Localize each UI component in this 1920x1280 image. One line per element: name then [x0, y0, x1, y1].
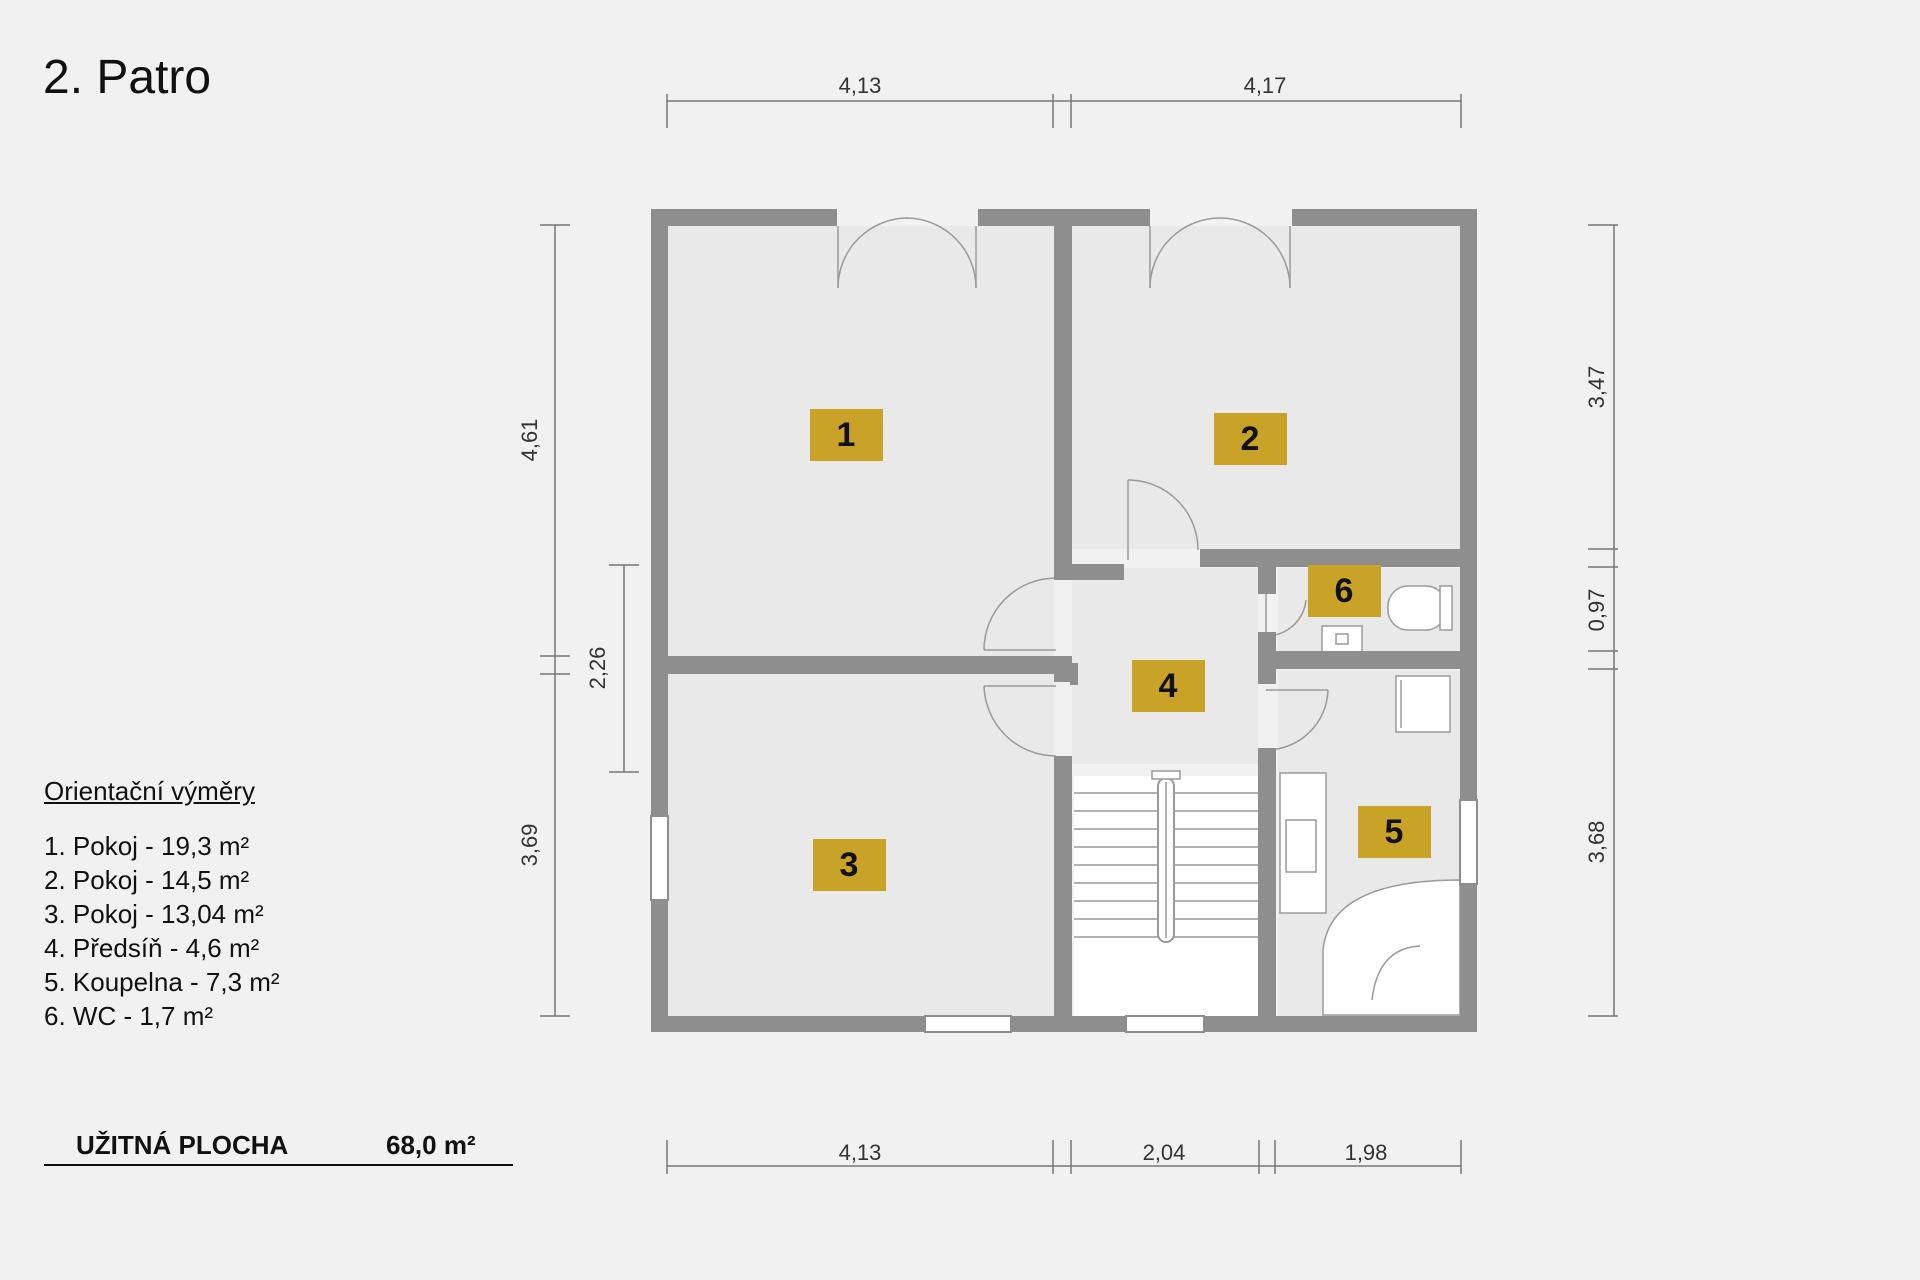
room-label-3 [813, 839, 886, 891]
room-label-5 [1358, 806, 1431, 858]
dim-bottom-2: 2,04 [1143, 1140, 1186, 1165]
toilet-icon [1387, 585, 1447, 631]
sink-icon [1285, 819, 1317, 873]
legend-item: 1. Pokoj - 19,3 m² [44, 831, 250, 861]
room-label-6 [1308, 565, 1381, 617]
dim-bottom-1: 4,13 [839, 1140, 882, 1165]
legend-item: 6. WC - 1,7 m² [44, 1001, 214, 1031]
legend-item: 5. Koupelna - 7,3 m² [44, 967, 280, 997]
room-label-6-text: 6 [1335, 572, 1354, 610]
room-label-5-text: 5 [1385, 813, 1404, 851]
doors [837, 217, 1329, 757]
room-label-3-text: 3 [840, 846, 859, 884]
room-label-4 [1132, 660, 1205, 712]
dim-left-3: 3,69 [517, 824, 542, 867]
legend-item: 2. Pokoj - 14,5 m² [44, 865, 250, 895]
legend-item: 4. Předsíň - 4,6 m² [44, 933, 260, 963]
washing-machine-icon [1395, 675, 1451, 733]
walls [651, 209, 1477, 1032]
dim-top-1: 4,13 [839, 73, 882, 98]
room-label-1-text: 1 [837, 416, 856, 454]
room-label-2-text: 2 [1241, 420, 1260, 458]
staircase [1074, 770, 1258, 1016]
room-label-2 [1214, 413, 1287, 465]
dim-right-3: 3,68 [1584, 821, 1609, 864]
bathroom-fixtures [1279, 585, 1461, 1016]
total-area-value: 68,0 m² [386, 1130, 476, 1160]
room-label-4-text: 4 [1159, 667, 1178, 705]
dim-top-2: 4,17 [1244, 73, 1287, 98]
total-area-row: UŽITNÁ PLOCHA 68,0 m² [44, 1130, 513, 1166]
dim-bottom-3: 1,98 [1345, 1140, 1388, 1165]
page-title: 2. Patro [43, 51, 212, 104]
legend-title: Orientační výměry [44, 776, 255, 806]
dim-left-1: 4,61 [517, 419, 542, 462]
legend-item: 3. Pokoj - 13,04 m² [44, 899, 264, 929]
dim-right-2: 0,97 [1584, 589, 1609, 632]
dimension-labels: 4,13 4,17 4,13 2,04 1,98 4,61 2,26 3,69 … [517, 73, 1609, 1165]
room-labels: 1 2 3 4 5 6 [810, 409, 1431, 891]
total-area-label: UŽITNÁ PLOCHA [76, 1130, 289, 1160]
room-area-legend: 1. Pokoj - 19,3 m² 2. Pokoj - 14,5 m² 3.… [44, 829, 280, 1033]
room-label-1 [810, 409, 883, 461]
dim-left-2: 2,26 [585, 647, 610, 690]
dim-right-1: 3,47 [1584, 366, 1609, 409]
dimension-lines [540, 94, 1618, 1174]
bathtub-icon [1322, 879, 1461, 1016]
